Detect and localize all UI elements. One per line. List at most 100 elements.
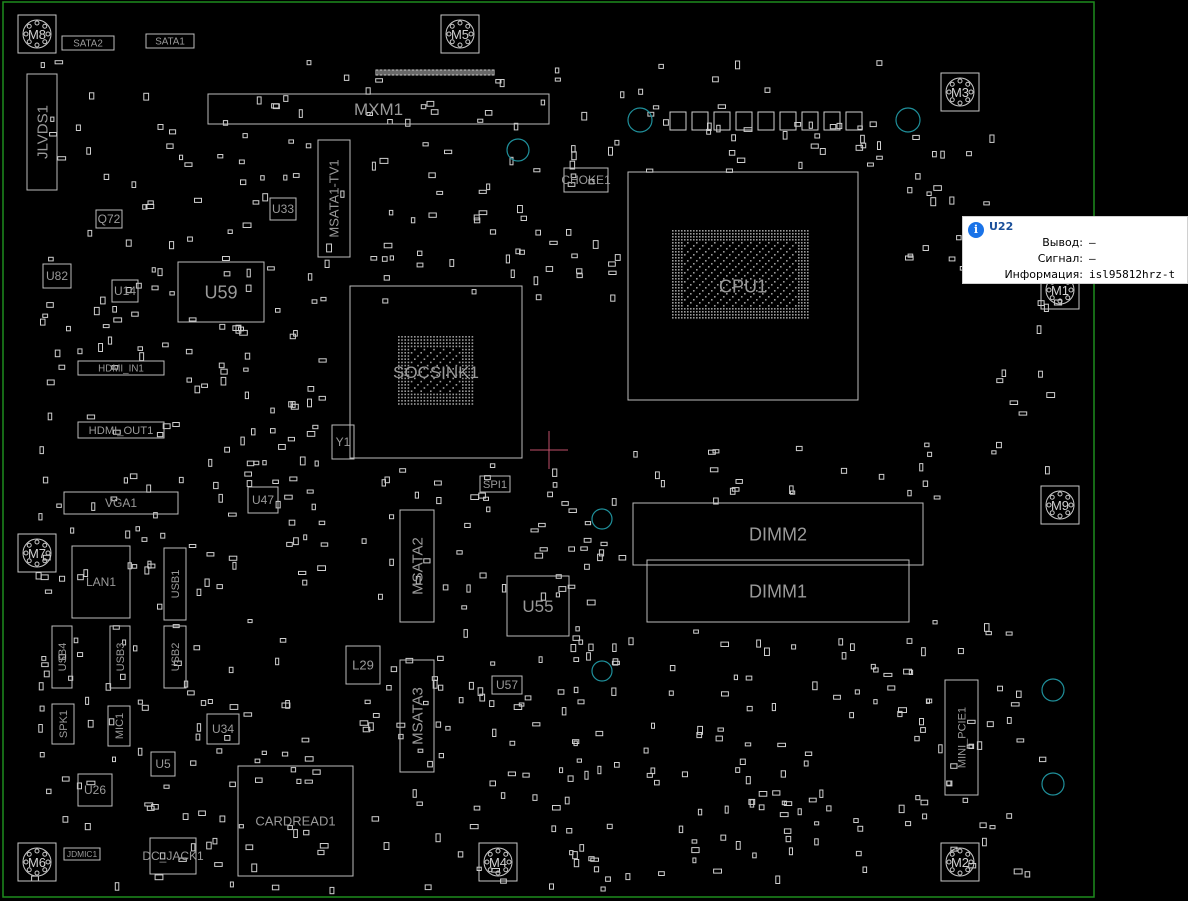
component-label: L29 [352,658,374,673]
component-usb2[interactable]: USB2 [163,625,187,689]
component-label: MSATA1-TV1 [327,159,342,237]
component-hdmi_in1[interactable]: HDMI_IN1 [77,360,165,376]
component-label: U33 [272,202,294,216]
component-socsink1[interactable]: SOCSINK1 [349,285,523,459]
tooltip-value: — [1089,236,1096,249]
component-label: CHOKE1 [561,173,611,187]
component-msata2[interactable]: MSATA2 [399,509,435,623]
component-usb4[interactable]: USB4 [51,625,73,689]
component-u14[interactable]: U14 [111,279,139,303]
component-label: MSATA2 [409,537,426,595]
component-l29[interactable]: L29 [345,645,381,685]
component-label: VGA1 [105,496,137,510]
component-jlvds1[interactable]: JLVDS1 [26,73,58,191]
component-label: U55 [522,597,553,616]
tooltip-value: — [1089,252,1096,265]
component-label: DIMM2 [749,524,807,544]
component-label: DC_JACK1 [142,849,204,863]
component-u5[interactable]: U5 [150,751,176,777]
component-label: CARDREAD1 [255,814,335,829]
component-label: USB3 [115,643,127,672]
tooltip-row-info: Информация:isl95812hrz-t [961,268,1187,281]
component-msata3[interactable]: MSATA3 [399,659,435,773]
component-mic1[interactable]: MIC1 [107,705,131,747]
component-u57[interactable]: U57 [491,675,523,695]
component-label: U82 [46,269,68,283]
mounting-hole-m2[interactable]: M2 [940,842,980,882]
component-hdmi_out1[interactable]: HDMI_OUT1 [77,421,165,439]
mounting-hole-label: M3 [951,85,969,100]
component-u47[interactable]: U47 [247,486,279,514]
component-jdmic1[interactable]: JDMIC1 [63,847,101,861]
mounting-hole-m6[interactable]: M6 [17,842,57,882]
component-label: U34 [212,722,234,736]
component-dc_jack1[interactable]: DC_JACK1 [142,837,204,875]
component-dimm1[interactable]: DIMM1 [646,559,910,623]
component-label: U47 [252,493,274,507]
component-choke1[interactable]: CHOKE1 [561,167,611,193]
component-label: SATA1 [155,36,185,47]
component-u34[interactable]: U34 [206,713,240,745]
crosshair-cursor [530,431,568,469]
component-usb1[interactable]: USB1 [163,547,187,621]
mounting-hole-label: M1 [1051,283,1069,298]
component-label: MSATA3 [409,687,426,745]
cpu-ball-grid [672,230,809,319]
tooltip-row-pin: Вывод: — [961,236,1187,249]
component-sata1[interactable]: SATA1 [145,33,195,49]
component-spk1[interactable]: SPK1 [51,703,75,745]
component-q72[interactable]: Q72 [95,209,123,229]
mounting-hole-m7[interactable]: M7 [17,533,57,573]
component-spi1[interactable]: SPI1 [479,475,511,493]
tooltip-label: Вывод: [1042,236,1083,249]
component-mxm1[interactable]: MXM1 [207,93,550,125]
mounting-hole-label: M2 [951,855,969,870]
component-sata2[interactable]: SATA2 [61,35,115,51]
component-label: USB1 [170,570,182,599]
mounting-hole-label: M7 [28,546,46,561]
mounting-hole-m9[interactable]: M9 [1040,485,1080,525]
component-cardread1[interactable]: CARDREAD1 [237,765,354,877]
component-label: JLVDS1 [34,105,51,159]
mounting-hole-label: M5 [451,27,469,42]
component-label: CPU1 [719,276,767,296]
component-label: U5 [155,757,171,771]
component-msata1-tv1[interactable]: MSATA1-TV1 [317,139,351,258]
tooltip-label: Сигнал: [1037,252,1083,265]
smd-pad-field [31,60,1063,895]
component-label: SOCSINK1 [393,363,479,382]
component-y1[interactable]: Y1 [331,424,355,460]
component-u26[interactable]: U26 [77,773,113,807]
component-label: MIC1 [114,713,126,739]
component-label: HDMI_OUT1 [89,425,154,437]
component-vga1[interactable]: VGA1 [63,491,179,515]
component-usb3[interactable]: USB3 [109,625,131,689]
component-u33[interactable]: U33 [269,197,297,221]
via-holes [506,107,1065,796]
component-label: MINI_PCIE1 [956,707,968,768]
tooltip-label: Информация: [1004,268,1083,281]
component-label: HDMI_IN1 [98,363,144,374]
component-label: USB4 [57,643,69,672]
component-cpu1[interactable]: CPU1 [627,171,859,401]
component-info-tooltip: i U22 Вывод:— Сигнал:— Информация:isl958… [962,216,1188,284]
mounting-hole-m3[interactable]: M3 [940,72,980,112]
component-label: U57 [496,678,518,692]
component-dimm2[interactable]: DIMM2 [632,502,924,566]
mounting-hole-label: M9 [1051,498,1069,513]
mounting-hole-m8[interactable]: M8 [17,14,57,54]
component-u55[interactable]: U55 [506,575,570,637]
component-lan1[interactable]: LAN1 [71,545,131,619]
mounting-hole-m5[interactable]: M5 [440,14,480,54]
component-u59[interactable]: U59 [177,261,265,323]
mounting-hole-m4[interactable]: M4 [478,842,518,882]
component-label: U14 [114,284,136,298]
component-u82[interactable]: U82 [42,263,72,289]
soc-ball-grid [398,336,474,405]
tooltip-row-signal: Сигнал: — [961,252,1187,265]
component-mini_pcie1[interactable]: MINI_PCIE1 [944,679,979,796]
